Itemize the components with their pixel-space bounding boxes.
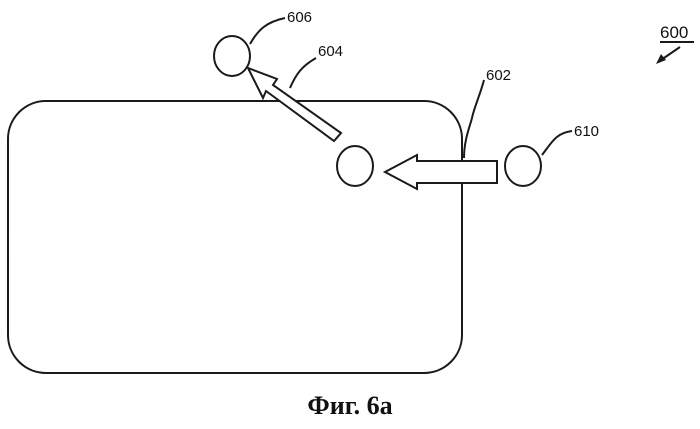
screen-area-rect [8,101,462,373]
label-610: 610 [574,123,599,140]
object-initial-circle [505,146,541,186]
object-final-circle [214,36,250,76]
label-602: 602 [486,67,511,84]
leader-606 [250,18,285,44]
object-intermediate-circle [337,146,373,186]
label-606: 606 [287,9,312,26]
leader-604 [290,58,316,88]
horizontal-move-arrow [385,155,497,189]
leader-602 [464,80,484,158]
label-604: 604 [318,43,343,60]
figure-caption: Фиг. 6а [307,391,392,420]
figure-number-group: 600 [656,23,694,64]
leader-610 [542,131,572,155]
figure-number: 600 [660,23,688,42]
figure-number-pointer-head [656,54,666,64]
